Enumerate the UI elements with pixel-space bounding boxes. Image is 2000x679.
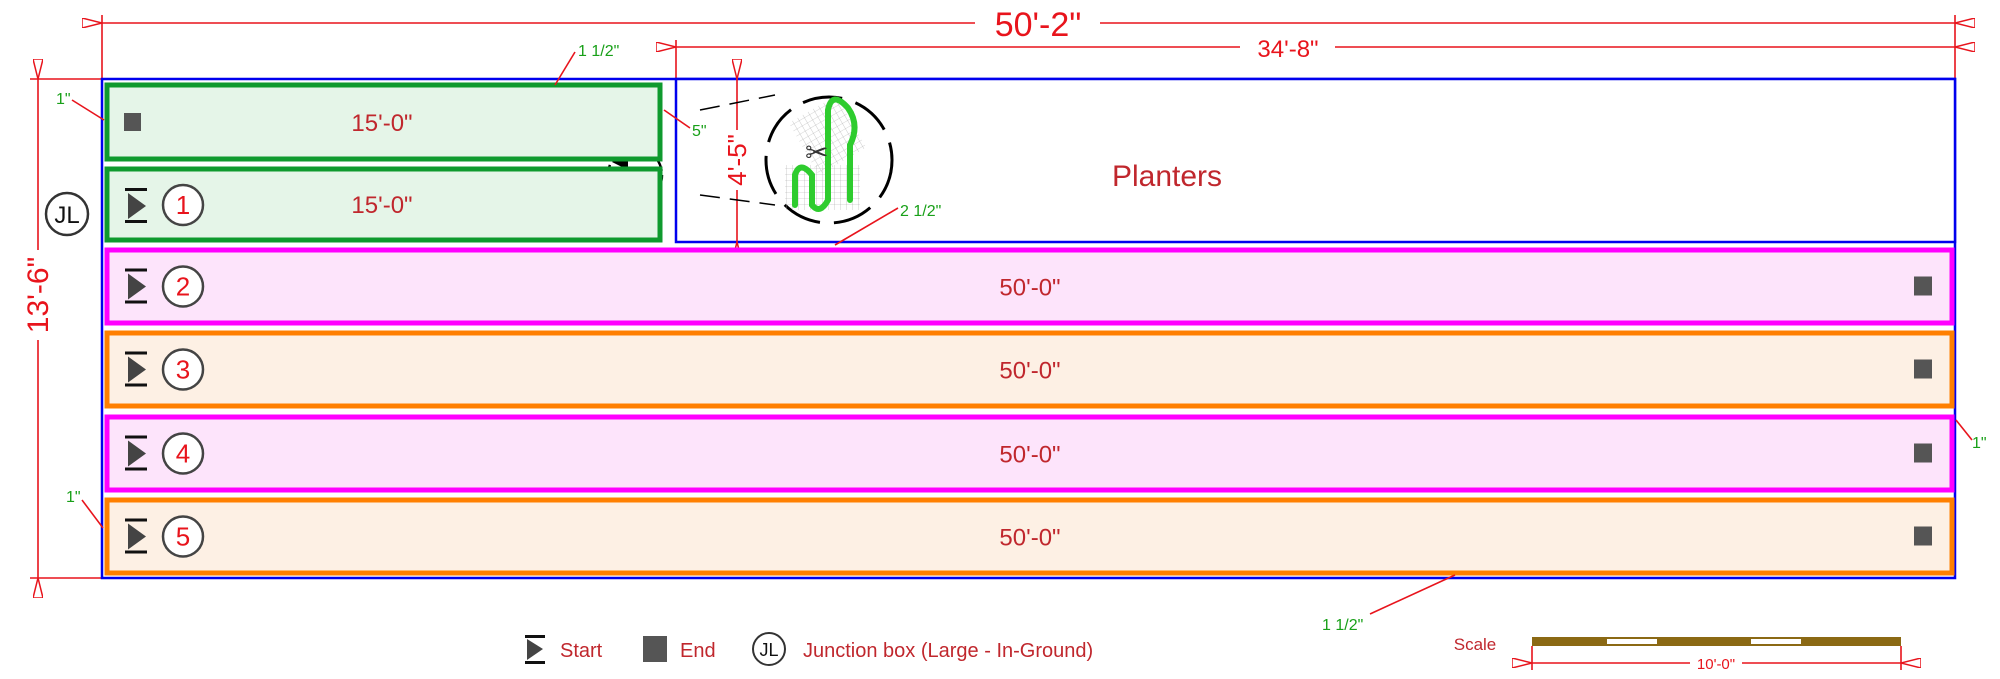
zone-row-1[interactable]: 15'-0" 1 (104, 166, 663, 243)
zone-number: 4 (176, 439, 190, 469)
end-icon (643, 636, 667, 662)
legend-start-label: Start (560, 640, 603, 662)
annotation-left-gap-top: 1" (56, 91, 71, 108)
end-icon (1914, 359, 1932, 379)
annotation-top-gap: 1 1/2" (578, 43, 619, 60)
zone-row-2[interactable]: 50'-0" 2 (104, 247, 1955, 326)
gap-annotations: 1 1/2" 1" 5" 2 1/2" 1" 1" 1 1/2" (56, 43, 1987, 634)
start-icon (525, 635, 545, 664)
zone-number-circle (161, 432, 205, 475)
start-icon (125, 268, 147, 304)
scale-label: Scale (1454, 635, 1497, 654)
zone-row-5[interactable]: 50'-0" 5 (104, 497, 1955, 576)
planter-width-label: 34'-8" (1257, 36, 1318, 63)
scissors-icon: ✂ (805, 137, 828, 168)
legend-junction-label: Junction box (Large - In-Ground) (803, 640, 1093, 662)
overall-width-dimension: 50'-2" (102, 6, 1955, 79)
start-icon (125, 188, 147, 223)
scale-length-label: 10'-0" (1697, 656, 1735, 673)
annotation-bottom-gap: 1 1/2" (1322, 617, 1363, 634)
zone-row-4[interactable]: 50'-0" 4 (104, 414, 1955, 493)
start-icon (125, 435, 147, 471)
end-icon (1914, 443, 1932, 463)
planters-label: Planters (1112, 160, 1222, 193)
zone-length-label: 15'-0" (351, 192, 412, 219)
zone-number: 5 (176, 522, 190, 552)
zone-number-circle (161, 515, 205, 558)
zone-row-top[interactable]: 15'-0" (104, 82, 663, 162)
legend-end-label: End (680, 640, 716, 662)
legend-junction-icon-label: JL (759, 640, 778, 660)
zone-number: 3 (176, 355, 190, 385)
annotation-left-gap-bottom: 1" (66, 489, 81, 506)
overall-height-label: 13'-6" (22, 257, 55, 333)
annotation-right-gap: 1" (1972, 435, 1987, 452)
zone-number-circle (161, 265, 205, 308)
zone-number: 1 (176, 190, 190, 220)
overall-height-dimension: 13'-6" (22, 79, 102, 578)
junction-box[interactable]: JL (44, 191, 90, 237)
zone-length-label: 50'-0" (999, 358, 1060, 385)
legend: Start End JL Junction box (Large - In-Gr… (525, 632, 1093, 666)
scale-bar: Scale 10'-0" (1454, 635, 1901, 673)
zone-row-3[interactable]: 50'-0" 3 (104, 330, 1955, 409)
annotation-planter-gap: 5" (692, 123, 707, 140)
zone-number-circle (161, 348, 205, 391)
planter-height-label: 4'-5" (722, 134, 752, 186)
zone-length-label: 15'-0" (351, 110, 412, 137)
start-icon (125, 351, 147, 387)
end-icon (124, 113, 141, 131)
planters-area: Planters 4'-5" (674, 79, 1957, 242)
junction-box-label: JL (54, 202, 79, 229)
zone-length-label: 50'-0" (999, 525, 1060, 552)
junction-box-icon (752, 632, 786, 666)
zone-number: 2 (176, 272, 190, 302)
end-icon (1914, 526, 1932, 546)
drip-detail-callout: ✂ (606, 94, 894, 225)
start-icon (125, 518, 147, 554)
zone-length-label: 50'-0" (999, 275, 1060, 302)
zone-length-label: 50'-0" (999, 442, 1060, 469)
planter-width-dimension: 34'-8" (676, 34, 1955, 79)
annotation-planter-bottom-gap: 2 1/2" (900, 203, 941, 220)
end-icon (1914, 276, 1932, 296)
overall-width-label: 50'-2" (995, 6, 1082, 44)
